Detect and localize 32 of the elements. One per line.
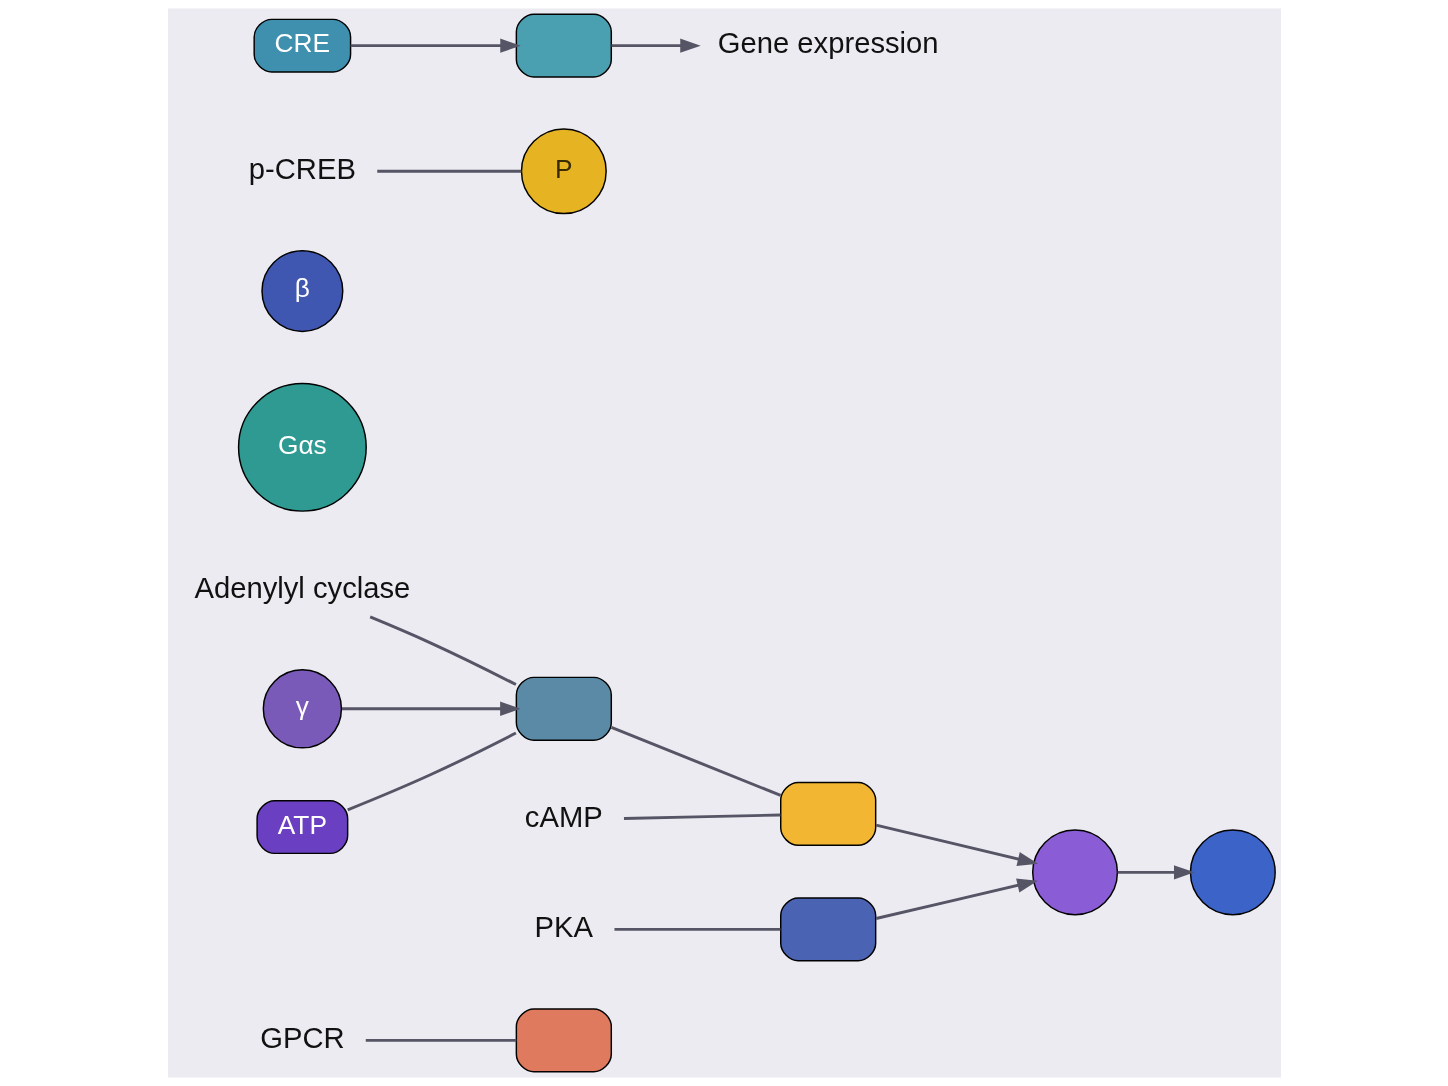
node-circle: Gαs (237, 382, 367, 512)
arrow (350, 38, 521, 53)
node-circle (1031, 829, 1118, 916)
node-text: GPCR (259, 1021, 345, 1054)
arrow (610, 38, 701, 53)
connector (623, 813, 780, 820)
node-box: CRE (252, 18, 351, 73)
node-circle (1189, 829, 1276, 916)
node-text: p-CREB (248, 152, 356, 185)
node-text: cAMP (524, 801, 603, 834)
connector (376, 169, 521, 173)
arrow (1117, 865, 1194, 880)
node-text: Adenylyl cyclase (193, 571, 410, 604)
node-box (779, 781, 876, 847)
arrow (341, 701, 521, 716)
connector (346, 731, 517, 812)
node-box (515, 13, 612, 78)
node-text: PKA (534, 910, 593, 943)
node-box: ATP (255, 800, 348, 855)
node-box (779, 897, 876, 962)
node-box (515, 1008, 612, 1073)
connector (610, 726, 781, 797)
node-circle: P (520, 128, 607, 215)
node-box (515, 676, 612, 741)
node-text: Gene expression (717, 26, 939, 59)
arrow (875, 823, 1038, 867)
connector (613, 927, 780, 931)
node-circle: β (260, 249, 343, 333)
node-circle: γ (262, 669, 342, 749)
arrow (875, 878, 1038, 920)
connector (365, 1038, 516, 1042)
connector (369, 615, 517, 686)
